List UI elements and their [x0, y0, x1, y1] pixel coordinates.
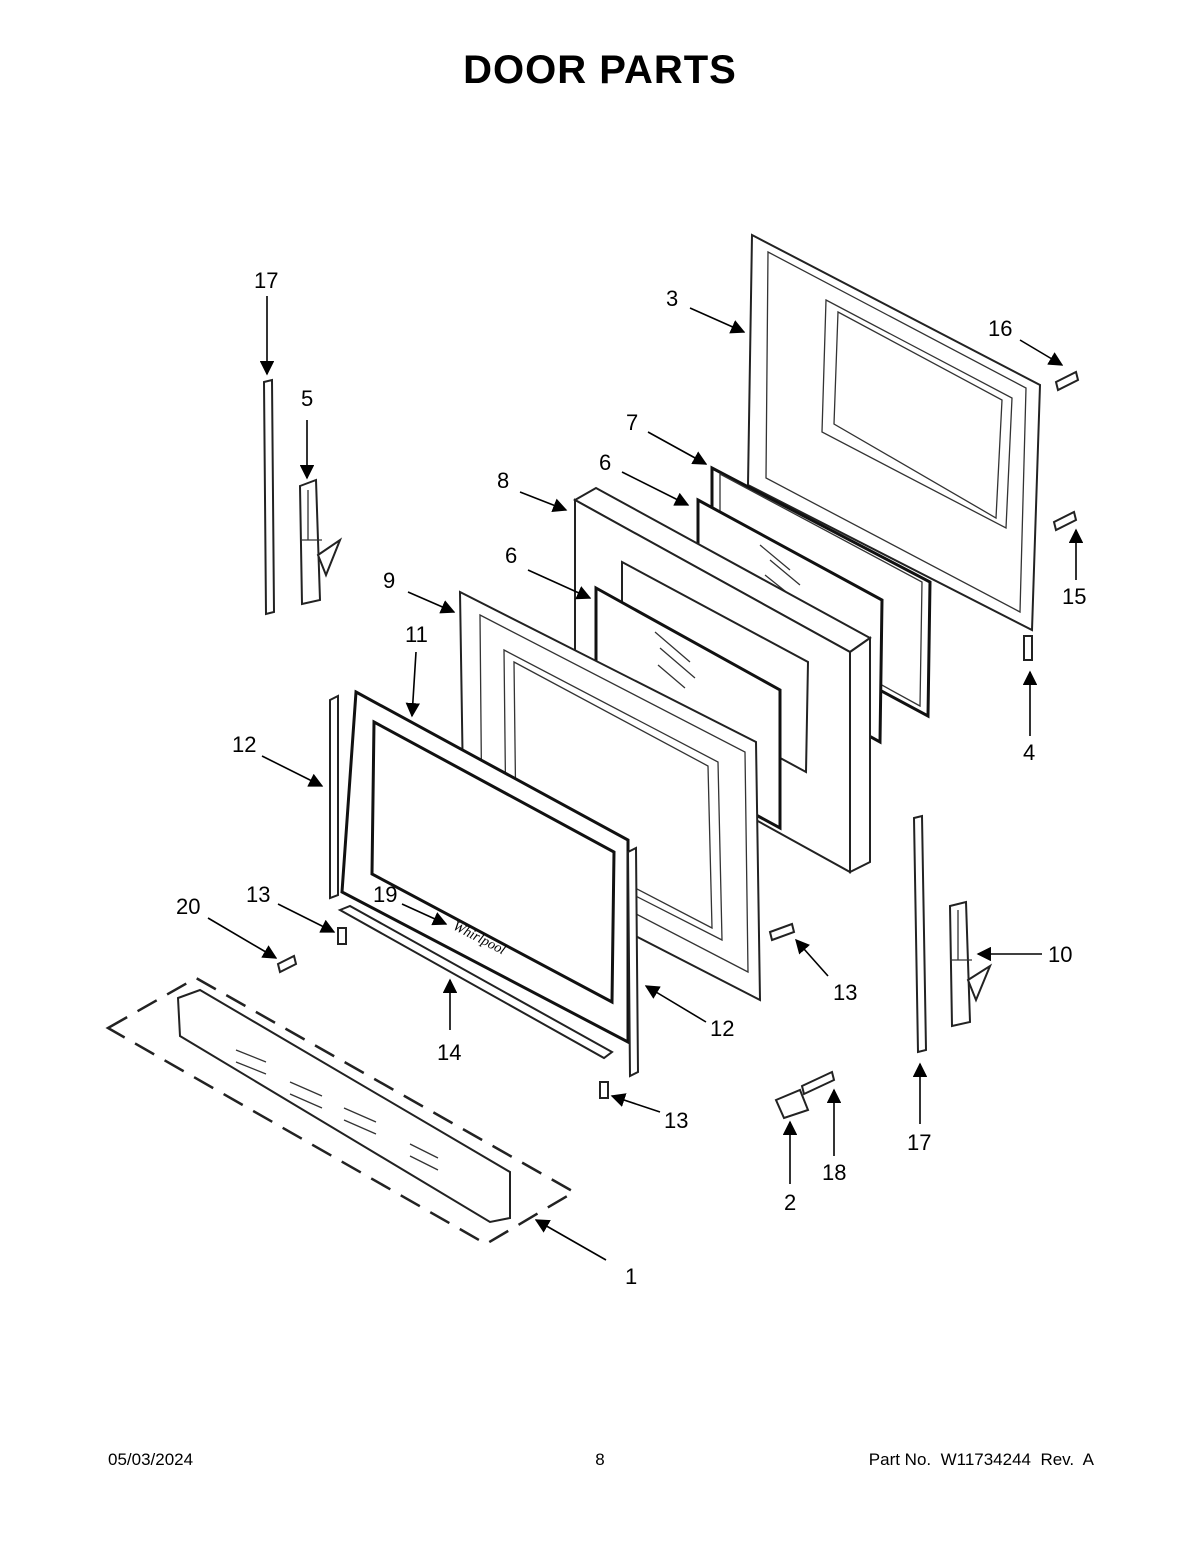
screw-20: [276, 954, 298, 974]
hinge-bracket-2: [774, 1088, 810, 1120]
callout-1: 1: [625, 1264, 637, 1289]
callout-12-left: 12: [232, 732, 256, 757]
door-hinge-left: [298, 478, 343, 606]
hinge-receptacle-left: [262, 378, 276, 616]
door-side-trim-right: [626, 846, 640, 1078]
callout-labels: 1 2 3 4 5 6 6 7 8 9 10 11 12 12 13 13 13…: [176, 268, 1086, 1289]
callout-17-left: 17: [254, 268, 278, 293]
callout-19: 19: [373, 882, 397, 907]
callout-13-a: 13: [246, 882, 270, 907]
callout-13-c: 13: [664, 1108, 688, 1133]
hinge-receptacle-right: [912, 814, 928, 1054]
callout-6-upper: 6: [599, 450, 611, 475]
callout-13-b: 13: [833, 980, 857, 1005]
footer-part-number: Part No. W11734244 Rev. A: [868, 1450, 1094, 1469]
callout-3: 3: [666, 286, 678, 311]
callout-9: 9: [383, 568, 395, 593]
footer-page-number: 8: [595, 1450, 605, 1469]
callout-8: 8: [497, 468, 509, 493]
screw-4: [1023, 635, 1033, 661]
callout-16: 16: [988, 316, 1012, 341]
callout-6-lower: 6: [505, 543, 517, 568]
callout-2: 2: [784, 1190, 796, 1215]
callout-12-right: 12: [710, 1016, 734, 1041]
screw-15: [1052, 510, 1078, 532]
leader-lines: [207, 296, 1084, 1261]
callout-5: 5: [301, 386, 313, 411]
callout-10: 10: [1048, 942, 1072, 967]
callout-7: 7: [626, 410, 638, 435]
callout-4: 4: [1023, 740, 1035, 765]
screw-13-a: [337, 927, 347, 945]
page-title: DOOR PARTS: [463, 48, 737, 92]
callout-11: 11: [405, 622, 428, 647]
door-hinge-right: [948, 900, 993, 1028]
inner-door-liner: [746, 233, 1042, 632]
callout-18: 18: [822, 1160, 846, 1185]
callout-14: 14: [437, 1040, 461, 1065]
door-side-trim-left: [329, 694, 339, 900]
callout-20: 20: [176, 894, 200, 919]
callout-17-right: 17: [907, 1130, 931, 1155]
door-bottom-trim: [337, 904, 614, 1060]
screw-13-c: [599, 1081, 609, 1099]
door-handle: [105, 976, 577, 1246]
hinge-pin-18: [800, 1070, 836, 1096]
footer-date: 05/03/2024: [108, 1450, 194, 1469]
callout-15: 15: [1062, 584, 1086, 609]
screw-16: [1054, 370, 1080, 392]
outer-door-glass: Whirlpool: [340, 689, 630, 1045]
screw-13-b: [768, 922, 796, 942]
